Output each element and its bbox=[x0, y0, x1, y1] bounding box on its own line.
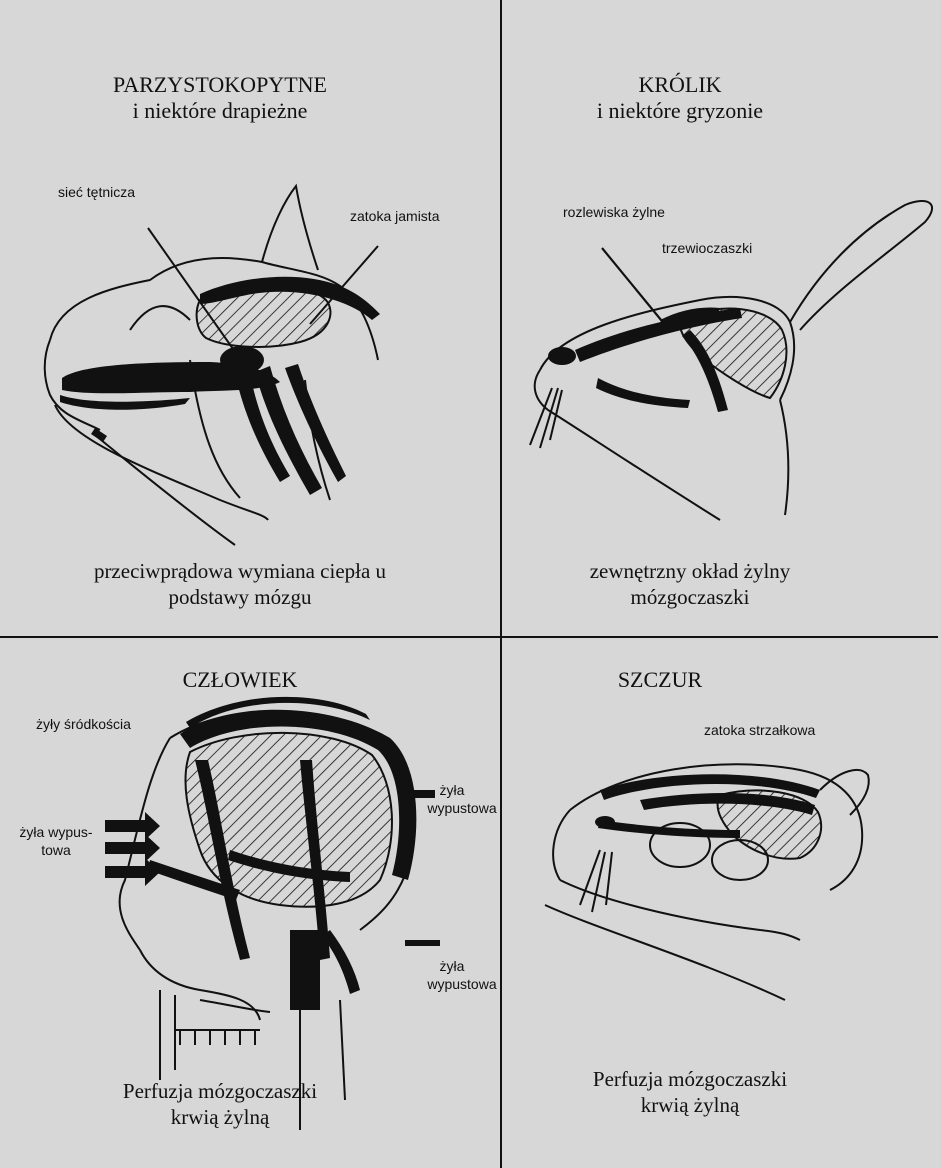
caption-rat-perfusion: Perfuzja mózgoczaszki bbox=[530, 1066, 850, 1092]
label-cavernous-sinus: zatoka jamista bbox=[350, 208, 439, 225]
label-emissary-vein-right-line2: wypustowa bbox=[412, 800, 512, 817]
heading-human: CZŁOWIEK bbox=[120, 667, 360, 693]
label-venous-pools: rozlewiska żylne bbox=[563, 204, 665, 221]
human-brain bbox=[185, 733, 392, 907]
subheading-some-carnivores: i niektóre drapieżne bbox=[60, 98, 380, 124]
label-diploic-veins: żyły śródkościa bbox=[36, 716, 131, 733]
label-emissary-vein-left-line1: żyła wypus- bbox=[6, 824, 106, 841]
ungulate-brain bbox=[197, 283, 331, 347]
heading-ungulates: PARZYSTOKOPYTNE bbox=[60, 72, 380, 98]
label-arterial-net: sieć tętnicza bbox=[58, 184, 135, 201]
heading-rat: SZCZUR bbox=[560, 667, 760, 693]
caption-brain-base: podstawy mózgu bbox=[20, 584, 460, 610]
label-viscerocranium: trzewioczaszki bbox=[662, 240, 752, 257]
caption-countercurrent-exchange: przeciwprądowa wymiana ciepła u bbox=[20, 558, 460, 584]
caption-neurocranium: mózgoczaszki bbox=[510, 584, 870, 610]
caption-rat-venous-blood: krwią żylną bbox=[530, 1092, 850, 1118]
label-emissary-vein-lower-line1: żyła bbox=[412, 958, 492, 975]
label-emissary-vein-right-line1: żyła bbox=[412, 782, 492, 799]
caption-human-perfusion: Perfuzja mózgoczaszki bbox=[60, 1078, 380, 1104]
label-emissary-vein-lower-line2: wypustowa bbox=[412, 976, 512, 993]
label-sagittal-sinus: zatoka strzałkowa bbox=[704, 722, 815, 739]
heading-rabbit: KRÓLIK bbox=[520, 72, 840, 98]
rat-brain bbox=[718, 790, 821, 858]
caption-external-venous-coat: zewnętrzny okład żylny bbox=[510, 558, 870, 584]
subheading-some-rodents: i niektóre gryzonie bbox=[520, 98, 840, 124]
caption-human-venous-blood: krwią żylną bbox=[60, 1104, 380, 1130]
label-emissary-vein-left-line2: towa bbox=[6, 842, 106, 859]
